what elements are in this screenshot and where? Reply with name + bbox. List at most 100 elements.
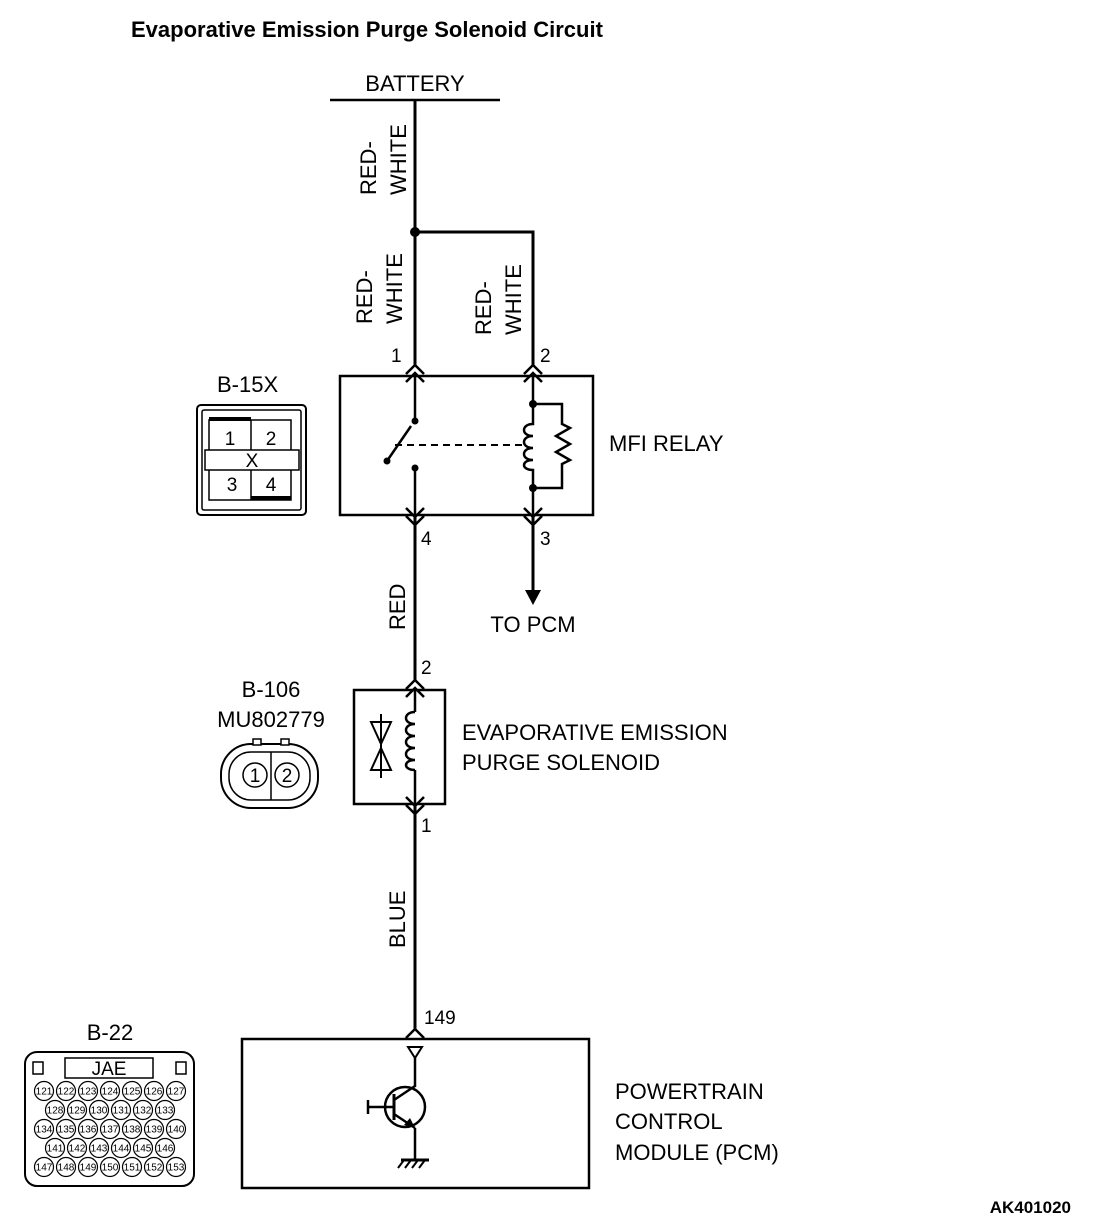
- pcm-connector-pin-circle: [110, 1099, 132, 1121]
- pcm-connector-pin-121: 121: [36, 1087, 53, 1098]
- solenoid-pin-2: 2: [421, 658, 432, 679]
- pcm-connector-pin-122: 122: [58, 1087, 75, 1098]
- svg-text:WHITE: WHITE: [382, 253, 407, 324]
- svg-text:2: 2: [282, 766, 293, 787]
- pcm-connector-brand: JAE: [92, 1059, 127, 1080]
- ground-icon: [411, 1159, 419, 1169]
- pcm-connector-pin-circle: [121, 1118, 143, 1140]
- wire-label-red: RED: [385, 584, 410, 630]
- pcm-connector-pin-135: 135: [58, 1125, 75, 1136]
- diagram-title: Evaporative Emission Purge Solenoid Circ…: [131, 17, 604, 42]
- pcm-connector-pin-circle: [55, 1118, 77, 1140]
- pcm-connector-pin-145: 145: [135, 1144, 152, 1155]
- ground-icon: [418, 1159, 426, 1169]
- valve-icon: [369, 745, 393, 771]
- svg-text:BLUE: BLUE: [385, 891, 410, 948]
- pcm-connector-pin-circle: [99, 1080, 121, 1102]
- pcm-connector-pin-circle: [154, 1099, 176, 1121]
- to-pcm-arrow: [525, 590, 541, 605]
- pcm-connector-pin-circle: [121, 1080, 143, 1102]
- solenoid-label-line1: EVAPORATIVE EMISSION: [462, 720, 728, 745]
- pcm-box: [240, 1037, 591, 1190]
- pcm-connector-pin-circle: [143, 1156, 165, 1178]
- wire-label-pin2: RED- WHITE: [471, 264, 526, 335]
- connector-mark: [523, 363, 543, 375]
- ground-icon: [397, 1159, 405, 1169]
- pcm-connector-pin-circle: [77, 1118, 99, 1140]
- relay-contact: [411, 417, 419, 425]
- pcm-connector-pin-131: 131: [113, 1106, 130, 1117]
- pcm-connector-pin-126: 126: [146, 1087, 163, 1098]
- svg-text:RED-: RED-: [352, 270, 377, 324]
- svg-text:X: X: [246, 451, 259, 472]
- pcm-connector-pin-circle: [77, 1080, 99, 1102]
- svg-text:3: 3: [227, 475, 238, 496]
- wire-label-pin1: RED- WHITE: [352, 253, 407, 324]
- relay-coil: [522, 404, 535, 488]
- figure-code: AK401020: [990, 1198, 1071, 1217]
- pcm-connector-pin-circle: [66, 1099, 88, 1121]
- pcm-connector-pin-147: 147: [36, 1163, 53, 1174]
- pcm-connector-pin-circle: [33, 1156, 55, 1178]
- connector-mark: [405, 678, 425, 690]
- pcm-connector-pin-138: 138: [124, 1125, 141, 1136]
- connector-mark: [405, 363, 425, 375]
- pcm-connector-pin-129: 129: [69, 1106, 86, 1117]
- pcm-connector-pin-circle: [110, 1137, 132, 1159]
- relay-connector-label: B-15X: [217, 372, 278, 397]
- svg-text:2: 2: [266, 429, 277, 450]
- pcm-connector-pin-circle: [121, 1156, 143, 1178]
- pcm-connector-pin-146: 146: [157, 1144, 174, 1155]
- pcm-connector-pin-124: 124: [102, 1087, 119, 1098]
- pcm-connector-pin-circle: [88, 1099, 110, 1121]
- svg-text:WHITE: WHITE: [501, 264, 526, 335]
- pcm-connector-pin-circle: [165, 1080, 187, 1102]
- pcm-connector-pin-circle: [55, 1080, 77, 1102]
- relay-resistor: [533, 402, 573, 490]
- pcm-connector-pin-circle: [99, 1118, 121, 1140]
- pcm-connector-pin-circle: [44, 1137, 66, 1159]
- solenoid-connector-face: 1 2: [220, 738, 319, 809]
- solenoid-label-line2: PURGE SOLENOID: [462, 750, 660, 775]
- pcm-connector-pin-circle: [132, 1099, 154, 1121]
- pcm-label-line1: POWERTRAIN: [615, 1079, 764, 1104]
- solenoid-part-number: MU802779: [217, 707, 325, 732]
- svg-text:1: 1: [250, 766, 261, 787]
- pcm-label-line3: MODULE (PCM): [615, 1140, 779, 1165]
- pcm-connector-pin-139: 139: [146, 1125, 163, 1136]
- relay-switch-arm: [385, 425, 413, 462]
- wire-label-blue: BLUE: [385, 891, 410, 948]
- pcm-connector-pin-132: 132: [135, 1106, 152, 1117]
- pcm-connector-pin-152: 152: [146, 1163, 163, 1174]
- relay-pin-2: 2: [540, 346, 551, 367]
- pcm-connector-pin-130: 130: [91, 1106, 108, 1117]
- svg-text:WHITE: WHITE: [386, 124, 411, 195]
- pcm-connector-pin-140: 140: [168, 1125, 185, 1136]
- pcm-connector-pin-148: 148: [58, 1163, 75, 1174]
- pcm-input-mark: [406, 1046, 424, 1060]
- pcm-connector-pin-125: 125: [124, 1087, 141, 1098]
- relay-connector-face: 1 2 X 3 4: [196, 404, 307, 516]
- pcm-connector-pin-133: 133: [157, 1106, 174, 1117]
- svg-text:1: 1: [225, 429, 236, 450]
- relay-pin-4: 4: [421, 529, 432, 550]
- pcm-connector-pin-136: 136: [80, 1125, 97, 1136]
- to-pcm-label: TO PCM: [490, 612, 575, 637]
- pcm-connector-pin-128: 128: [47, 1106, 64, 1117]
- connector-mark: [523, 371, 543, 383]
- pcm-connector-pin-circle: [88, 1137, 110, 1159]
- pcm-connector-pin-151: 151: [124, 1163, 141, 1174]
- solenoid-connector-label: B-106: [242, 677, 301, 702]
- purge-solenoid-box: [352, 688, 447, 806]
- pcm-connector-pin-circle: [165, 1118, 187, 1140]
- solenoid-coil: [404, 710, 416, 772]
- pcm-connector-pin-circle: [143, 1080, 165, 1102]
- pcm-connector-pin-circle: [165, 1156, 187, 1178]
- wire-label-battery: RED- WHITE: [356, 124, 411, 195]
- connector-mark: [405, 371, 425, 383]
- svg-text:RED-: RED-: [356, 141, 381, 195]
- pcm-connector-pin-143: 143: [91, 1144, 108, 1155]
- mfi-relay-label: MFI RELAY: [609, 431, 724, 456]
